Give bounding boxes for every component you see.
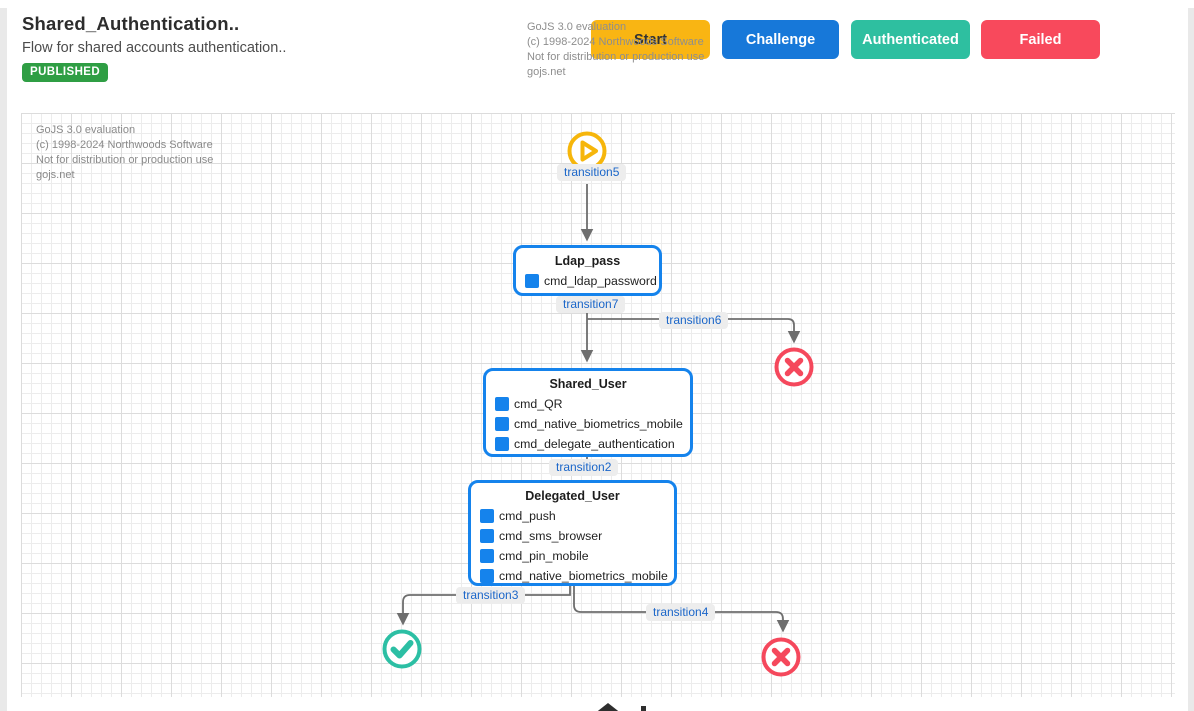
- transition-label-2[interactable]: transition2: [549, 459, 618, 476]
- transition-label-5[interactable]: transition5: [557, 164, 626, 181]
- node-title: Ldap_pass: [516, 252, 659, 271]
- fail-node-icon-top[interactable]: [772, 345, 816, 389]
- command-label: cmd_delegate_authentication: [514, 437, 675, 451]
- command-label: cmd_native_biometrics_mobile: [499, 569, 668, 583]
- node-command-item[interactable]: cmd_native_biometrics_mobile: [486, 414, 690, 434]
- node-command-item[interactable]: cmd_pin_mobile: [471, 546, 674, 566]
- node-shared-user[interactable]: Shared_User cmd_QR cmd_native_biometrics…: [483, 368, 693, 457]
- command-square-icon: [495, 397, 509, 411]
- transition-label-7[interactable]: transition7: [556, 296, 625, 313]
- command-square-icon: [480, 549, 494, 563]
- command-square-icon: [495, 417, 509, 431]
- transition-label-6[interactable]: transition6: [659, 312, 728, 329]
- node-command-item[interactable]: cmd_sms_browser: [471, 526, 674, 546]
- command-square-icon: [525, 274, 539, 288]
- command-label: cmd_sms_browser: [499, 529, 602, 543]
- command-square-icon: [480, 509, 494, 523]
- command-label: cmd_pin_mobile: [499, 549, 589, 563]
- node-ldap-pass[interactable]: Ldap_pass cmd_ldap_password: [513, 245, 662, 296]
- success-node-icon[interactable]: [380, 627, 424, 671]
- clipped-bottom-icon: [641, 706, 646, 711]
- node-command-item[interactable]: cmd_QR: [486, 394, 690, 414]
- clipped-bottom-icon: [594, 703, 622, 711]
- command-square-icon: [495, 437, 509, 451]
- node-command-item[interactable]: cmd_push: [471, 506, 674, 526]
- transition-label-3[interactable]: transition3: [456, 587, 525, 604]
- node-command-item[interactable]: cmd_native_biometrics_mobile: [471, 566, 674, 586]
- command-label: cmd_QR: [514, 397, 563, 411]
- fail-node-icon-bottom[interactable]: [759, 635, 803, 679]
- node-title: Delegated_User: [471, 487, 674, 506]
- node-command-item[interactable]: cmd_ldap_password: [516, 271, 659, 291]
- node-delegated-user[interactable]: Delegated_User cmd_push cmd_sms_browser …: [468, 480, 677, 586]
- command-label: cmd_native_biometrics_mobile: [514, 417, 683, 431]
- node-command-item[interactable]: cmd_delegate_authentication: [486, 434, 690, 454]
- transition-label-4[interactable]: transition4: [646, 604, 715, 621]
- command-label: cmd_ldap_password: [544, 274, 657, 288]
- command-square-icon: [480, 529, 494, 543]
- command-label: cmd_push: [499, 509, 556, 523]
- command-square-icon: [480, 569, 494, 583]
- node-title: Shared_User: [486, 375, 690, 394]
